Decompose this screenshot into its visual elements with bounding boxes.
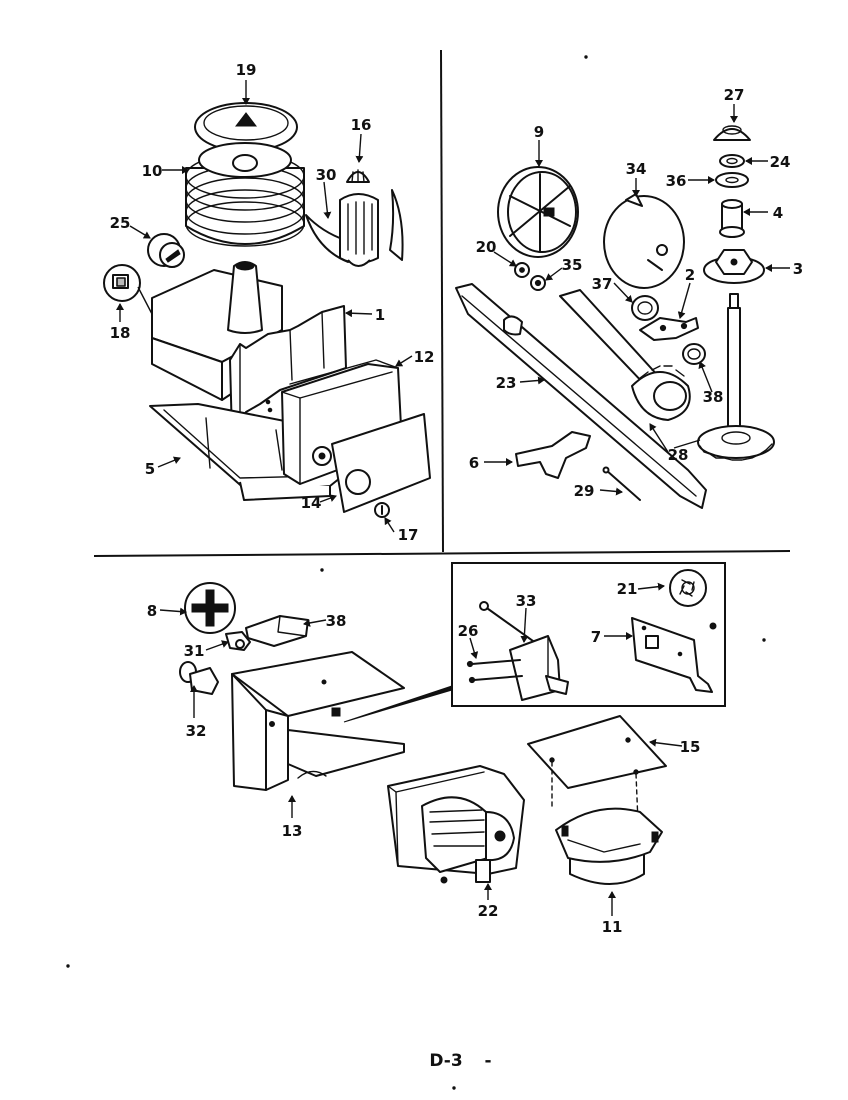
part-10-drive-pulley <box>185 142 305 247</box>
part-24-washer <box>719 154 745 168</box>
part-3-hex-nut-gear <box>703 249 765 284</box>
callout-19: 19 <box>236 61 257 79</box>
part-36-washer <box>715 172 749 188</box>
part-25-knob <box>147 233 185 268</box>
part-15-gasket-plate <box>527 715 667 823</box>
callout-17: 17 <box>398 526 419 544</box>
callout-14: 14 <box>301 494 322 512</box>
callout-35: 35 <box>562 256 583 274</box>
callout-34: 34 <box>626 160 647 178</box>
part-16-agitator-cap <box>346 169 370 183</box>
callout-23: 23 <box>496 374 517 392</box>
callout-3: 3 <box>793 260 803 278</box>
part-33-switch-lever <box>479 601 569 701</box>
page-number: D-3 <box>429 1051 462 1071</box>
scan-specks <box>66 55 766 1090</box>
callout-1: 1 <box>375 306 385 324</box>
callout-26: 26 <box>458 622 479 640</box>
divider-horizontal <box>93 550 791 557</box>
inset-box <box>451 562 726 707</box>
callout-6: 6 <box>469 454 479 472</box>
part-27-cap <box>713 125 751 141</box>
callout-21: 21 <box>617 580 638 598</box>
callout-7: 7 <box>591 628 601 646</box>
callout-27: 27 <box>724 86 745 104</box>
part-37-ring <box>631 295 659 321</box>
part-26-screws <box>466 659 523 684</box>
callout-24: 24 <box>770 153 791 171</box>
callout-33: 33 <box>516 592 537 610</box>
callout-2: 2 <box>685 266 695 284</box>
callout-28: 28 <box>668 446 689 464</box>
part-32-bulb-socket <box>179 661 219 695</box>
callout-15: 15 <box>680 738 701 756</box>
part-30-ice-crusher-blade <box>305 189 404 267</box>
divider-vertical <box>440 49 444 553</box>
part-2-bracket <box>639 317 699 341</box>
part-31-connector <box>225 631 251 651</box>
part-19-pulley-cap <box>194 102 298 152</box>
part-22-motor <box>387 765 525 884</box>
callout-36: 36 <box>666 172 687 190</box>
page-number-suffix: - <box>484 1051 491 1071</box>
part-34-motor-cover <box>603 193 685 289</box>
callout-9: 9 <box>534 123 544 141</box>
part-38-clip <box>245 615 309 647</box>
callout-25: 25 <box>110 214 131 232</box>
part-28-drive-shaft-gear <box>697 293 775 461</box>
part-38-ring <box>682 343 706 365</box>
part-29-pin <box>602 466 641 501</box>
inset-leader-wedge <box>343 685 453 723</box>
callout-4: 4 <box>773 204 783 222</box>
part-11-motor-base <box>555 807 663 885</box>
callout-38: 38 <box>703 388 724 406</box>
part-21-fan <box>669 569 717 630</box>
part-1-ice-bin-housing <box>151 261 347 437</box>
part-4-bushing <box>719 199 745 238</box>
part-35-washer <box>530 275 546 291</box>
callout-13: 13 <box>282 822 303 840</box>
callout-11: 11 <box>602 918 623 936</box>
callout-10: 10 <box>142 162 163 180</box>
leader-lines <box>116 80 790 916</box>
part-8-crank <box>184 582 236 634</box>
part-17-screw <box>374 502 390 518</box>
callout-22: 22 <box>478 902 499 920</box>
part-18-switch <box>103 264 141 302</box>
callout-labels: 19 10 16 30 25 18 1 12 5 14 17 9 20 35 3… <box>110 61 804 936</box>
callout-30: 30 <box>316 166 337 184</box>
callout-12: 12 <box>414 348 435 366</box>
callout-16: 16 <box>351 116 372 134</box>
callout-31: 31 <box>184 642 205 660</box>
part-20-nut <box>514 262 530 278</box>
callout-18: 18 <box>110 324 131 342</box>
part-7-bracket-plate <box>631 617 713 693</box>
callout-37: 37 <box>592 275 613 293</box>
callout-20: 20 <box>476 238 497 256</box>
part-13-mounting-plate <box>231 651 405 791</box>
part-9-wheel <box>497 166 579 258</box>
callout-38b: 38 <box>326 612 347 630</box>
part-14-cover-panel <box>331 413 431 513</box>
part-6-mounting-bracket <box>515 431 591 479</box>
callout-5: 5 <box>145 460 155 478</box>
callout-32: 32 <box>186 722 207 740</box>
callout-8: 8 <box>147 602 157 620</box>
part-23-ice-auger <box>455 283 707 509</box>
callout-29: 29 <box>574 482 595 500</box>
